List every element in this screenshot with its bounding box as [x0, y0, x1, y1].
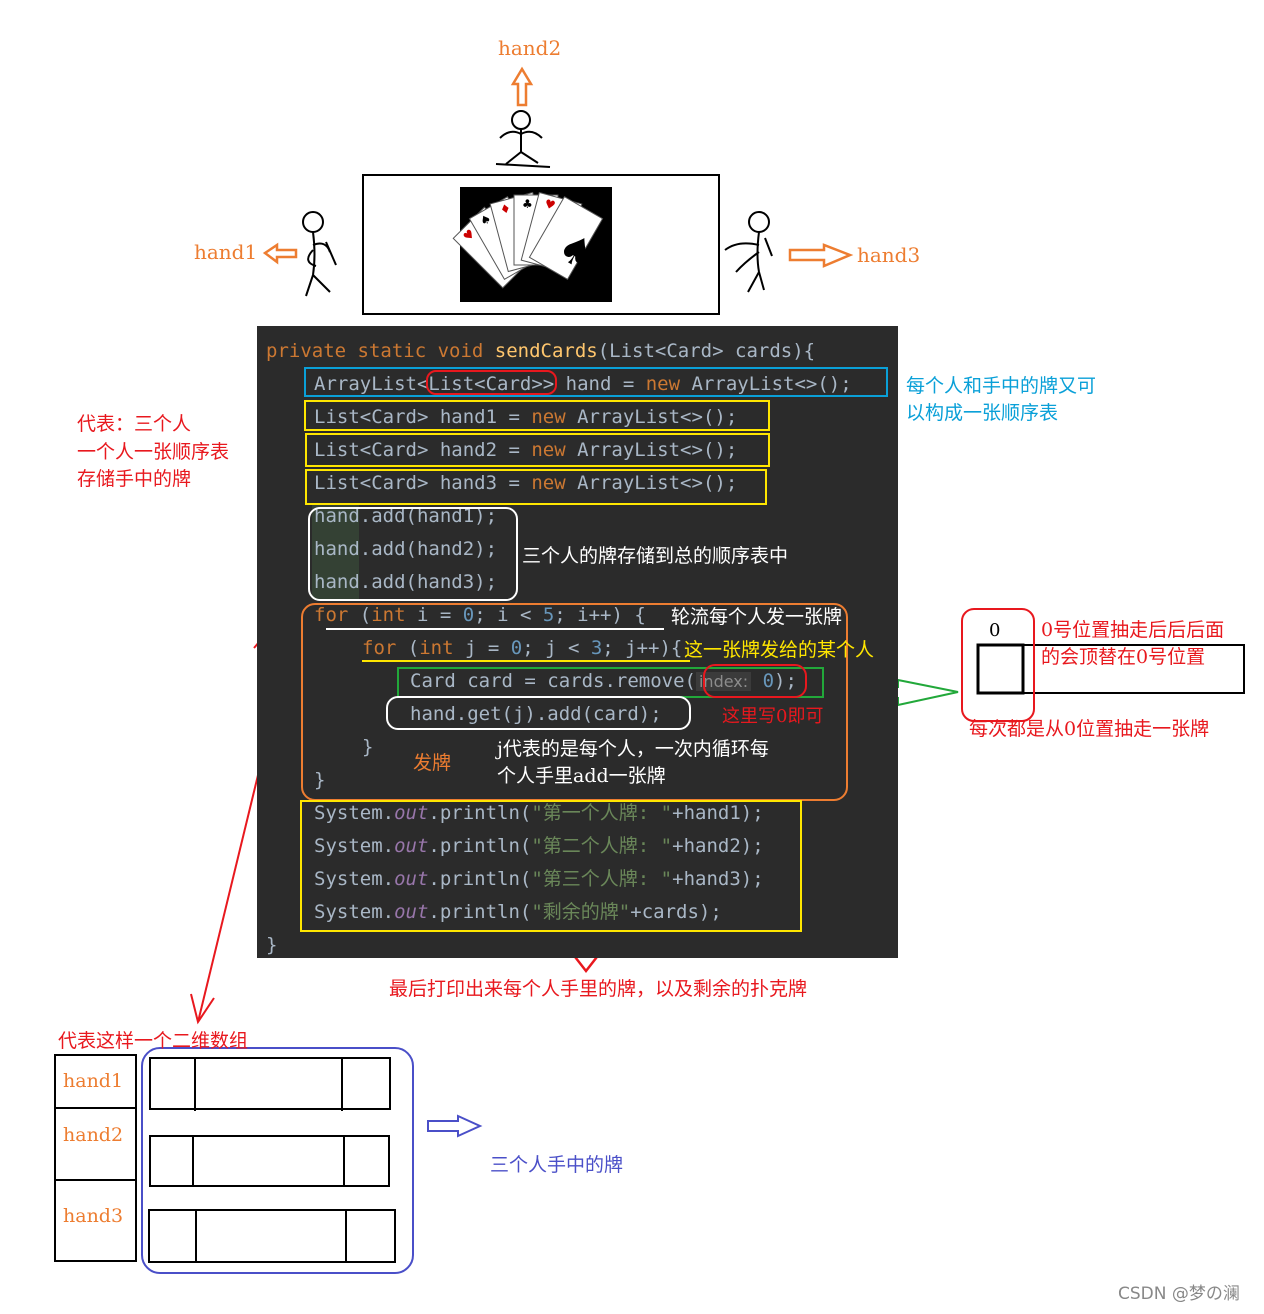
index-note: 这里写0即可 [722, 708, 823, 726]
yellow-box-hand2 [305, 433, 770, 467]
row-label-hand3: hand3 [63, 1207, 123, 1226]
label-hand1: hand1 [194, 242, 257, 262]
print-note: 最后打印出来每个人手里的牌，以及剩余的扑克牌 [389, 980, 807, 999]
blue-note-line1: 每个人和手中的牌又可 [906, 377, 1096, 396]
label-hand2: hand2 [498, 38, 561, 58]
red-generic-highlight [426, 370, 557, 395]
pos0-note-line3: 每次都是从0位置抽走一张牌 [969, 720, 1209, 739]
yellow-box-hand1 [304, 400, 770, 431]
white-add-box [308, 507, 518, 601]
white-note: 三个人的牌存储到总的顺序表中 [522, 547, 788, 566]
inner-loop-note: 这一张牌发给的某个人 [684, 641, 874, 660]
slot-0-label: 0 [989, 622, 1000, 640]
player-left-icon [303, 212, 336, 296]
deal-label: 发牌 [413, 754, 451, 773]
slot-0 [978, 645, 1023, 693]
yellow-print-box [300, 800, 802, 932]
white-get-box [386, 696, 691, 730]
red-index-box [703, 664, 807, 698]
yellow-box-hand3 [305, 469, 767, 505]
watermark: CSDN @梦の澜 [1118, 1286, 1240, 1303]
row-label-hand1: hand1 [63, 1072, 123, 1091]
svg-text:♣: ♣ [522, 197, 533, 211]
arrow-up-icon [513, 69, 531, 105]
blue-note-line2: 以构成一张顺序表 [906, 404, 1058, 423]
red-note-line1: 代表：三个人 [77, 415, 191, 434]
arrow-right-icon [790, 245, 850, 266]
navy-arrow-right-icon [428, 1116, 480, 1136]
pos0-note-line2: 的会顶替在0号位置 [1041, 648, 1205, 667]
array-note: 代表这样一个二维数组 [58, 1032, 248, 1051]
code-line-19: } [266, 936, 277, 955]
j-note-line2: 个人手里add一张牌 [497, 767, 666, 786]
yellow-underline [362, 660, 690, 662]
white-underline [326, 628, 664, 630]
arrow-left-icon [265, 245, 296, 262]
red-note-line3: 存储手中的牌 [77, 470, 191, 489]
pos0-note-line1: 0号位置抽走后后后面 [1041, 621, 1224, 640]
blue-highlight-box [304, 367, 888, 397]
player-top-icon [496, 111, 550, 167]
row-label-hand2: hand2 [63, 1126, 123, 1145]
red-note-line2: 一个人一张顺序表 [77, 443, 229, 462]
player-right-icon [725, 212, 772, 292]
hands-note: 三个人手中的牌 [490, 1156, 623, 1175]
loop-note: 轮流每个人发一张牌 [671, 608, 842, 627]
code-line-1: private static void sendCards(List<Card>… [266, 342, 815, 361]
label-hand3: hand3 [857, 245, 920, 265]
j-note-line1: j代表的是每个人，一次内循环每 [497, 740, 769, 759]
